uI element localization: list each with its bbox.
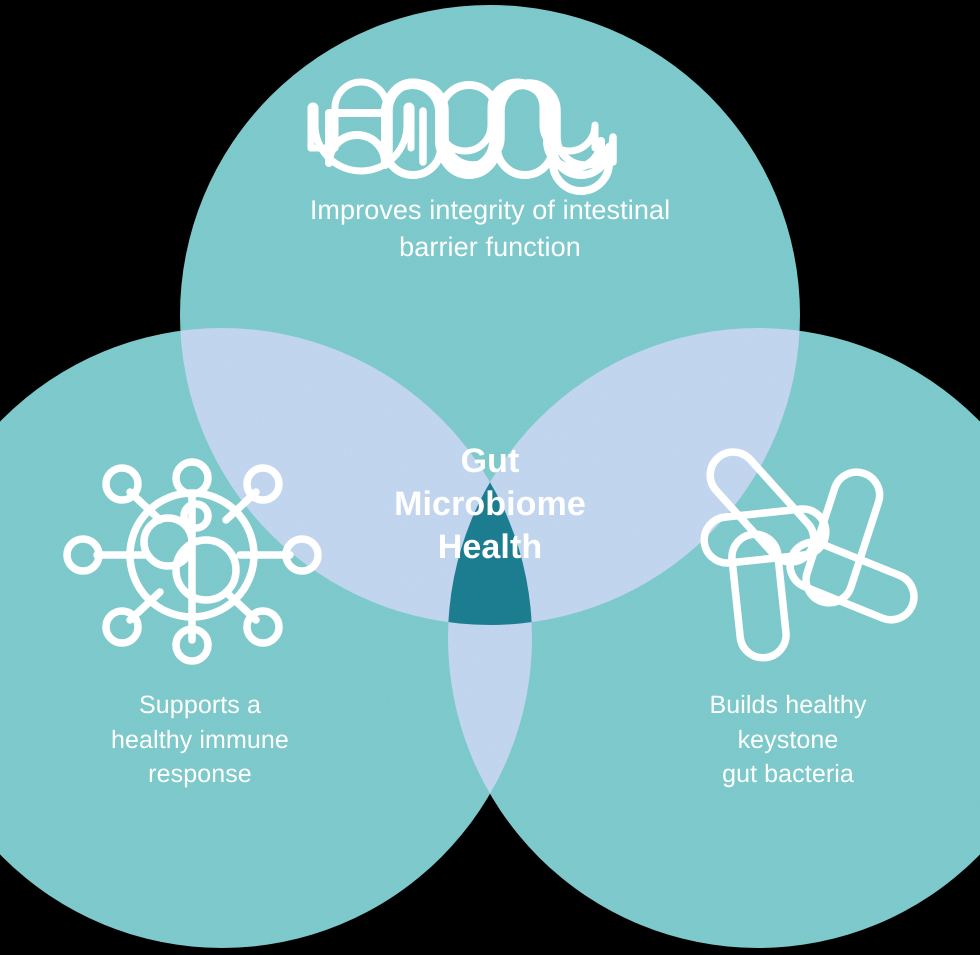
gut-tube-icon — [325, 81, 613, 195]
immune-cell-icon — [63, 458, 322, 665]
left-circle-label: Supports a healthy immune response — [111, 691, 289, 788]
center-label: Gut Microbiome Health — [394, 442, 586, 567]
right-circle-label: Builds healthy keystone gut bacteria — [709, 691, 867, 788]
top-circle-label: Improves integrity of intestinal barrier… — [309, 195, 671, 263]
bacteria-icon — [700, 448, 918, 662]
